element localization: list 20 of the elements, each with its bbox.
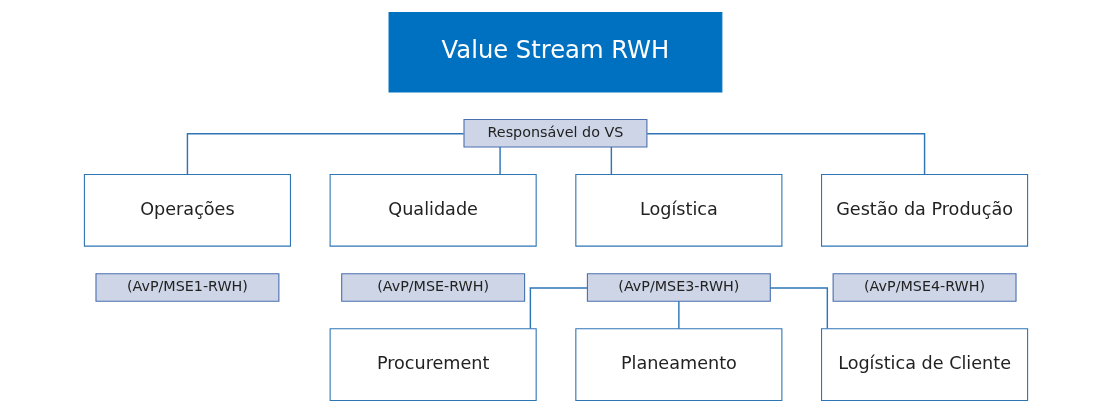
connector (645, 133, 925, 176)
node-box: Procurement (329, 328, 537, 401)
node-box: Qualidade (329, 174, 537, 247)
node-box: (AvP/MSE4-RWH) (832, 273, 1017, 302)
node-box: Logística (574, 174, 782, 247)
node-box: (AvP/MSE3-RWH) (586, 273, 771, 302)
connector (186, 133, 464, 176)
connector (677, 300, 680, 330)
connector (610, 146, 612, 176)
node-box: (AvP/MSE-RWH) (340, 273, 525, 302)
connector (529, 287, 588, 330)
node-box: Planeamento (574, 328, 782, 401)
connector (769, 287, 828, 330)
node-box: Value Stream RWH (388, 12, 722, 93)
node-box: Responsável do VS (462, 118, 647, 148)
connector (498, 146, 501, 176)
node-box: Operações (83, 174, 291, 247)
node-box: Gestão da Produção (820, 174, 1028, 247)
node-box: (AvP/MSE1-RWH) (94, 273, 279, 302)
node-box: Logística de Cliente (820, 328, 1028, 401)
